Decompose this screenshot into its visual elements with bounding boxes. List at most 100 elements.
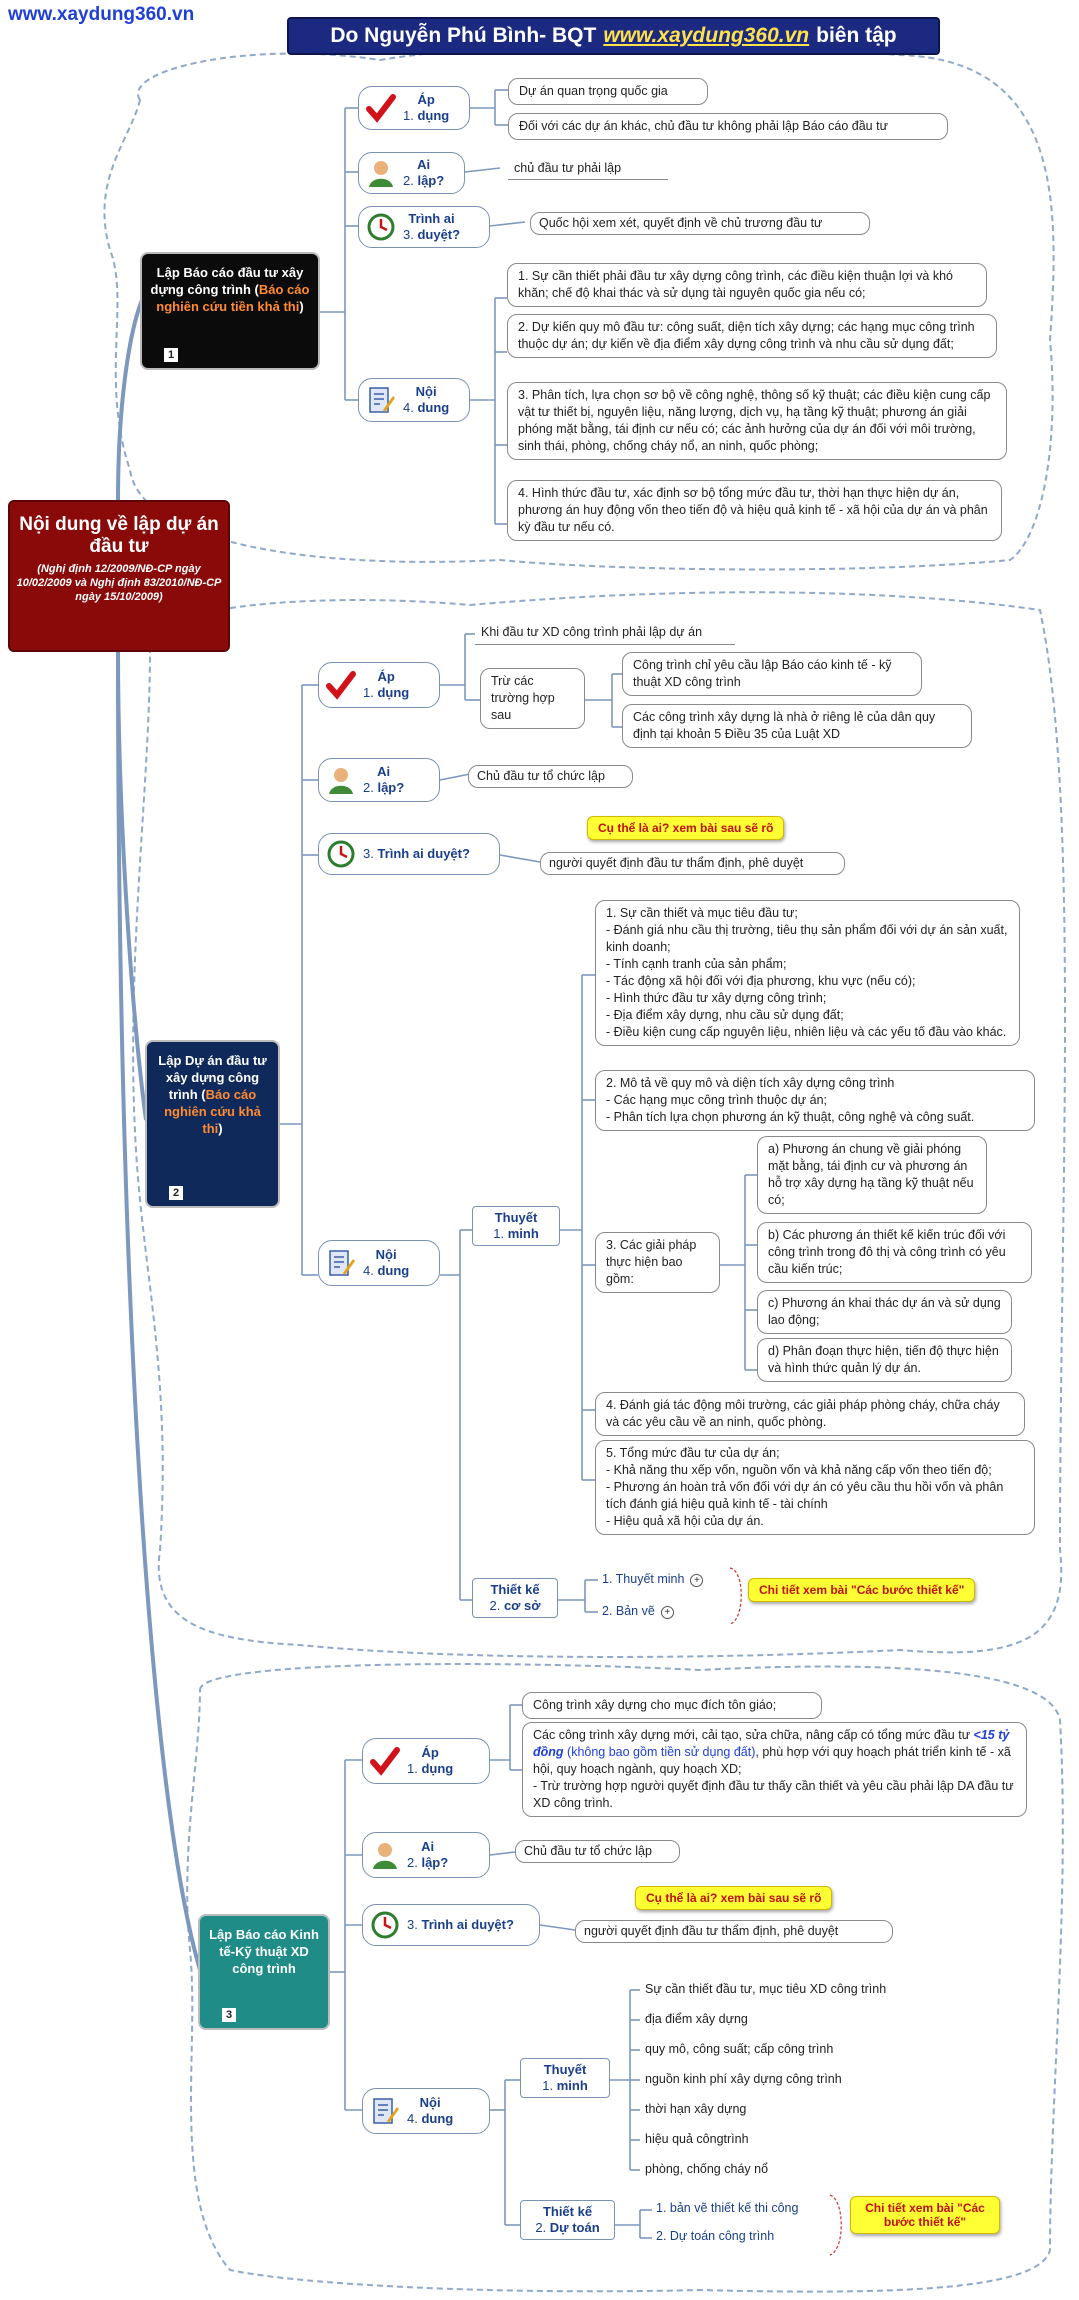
b3-tm-item-6: hiệu quả côngtrình bbox=[645, 2131, 749, 2148]
checkmark-icon bbox=[366, 94, 396, 123]
label: Dự toán bbox=[549, 2220, 600, 2235]
b2-tm-3: 3. Các giải pháp thực hiện bao gồm: bbox=[595, 1232, 720, 1293]
b2-note-callout: Cụ thể là ai? xem bài sau sẽ rõ bbox=[587, 816, 785, 840]
b3-tm-item-4: nguồn kinh phí xây dựng công trình bbox=[645, 2071, 842, 2088]
text: - Trừ trường hợp người quyết định đầu tư… bbox=[533, 1779, 1014, 1810]
b2-ap-sub-2: Các công trình xây dựng là nhà ở riêng l… bbox=[622, 704, 972, 748]
banner-suffix: biên tập bbox=[816, 24, 897, 47]
b3-tm-item-7: phòng, chống cháy nổ bbox=[645, 2161, 769, 2178]
num: 3. bbox=[518, 388, 529, 402]
branch-1-title: Lập Báo cáo đầu tư xây dựng công trình bbox=[150, 265, 304, 297]
b2-tm-4: 4. Đánh giá tác động môi trường, các giả… bbox=[595, 1392, 1025, 1436]
text: 2. Bản vẽ bbox=[602, 1604, 655, 1618]
text-emphasis: (không bao gồm tiền sử dụng đất) bbox=[567, 1745, 756, 1759]
b1-ap-item-2: Đối với các dự án khác, chủ đầu tư không… bbox=[508, 113, 948, 140]
b2-ap-tru-cac: Trừ các trường hợp sau bbox=[480, 668, 585, 729]
num: 1. bbox=[542, 2078, 554, 2093]
b2-tm-3b: b) Các phương án thiết kế kiến trúc đối … bbox=[757, 1222, 1032, 1283]
paren: ) bbox=[299, 299, 304, 314]
branch-2-highlight: Báo cáo nghiên cứu khả thi bbox=[164, 1087, 261, 1136]
paren: ( bbox=[201, 1087, 206, 1102]
label: Áp bbox=[417, 92, 435, 107]
b2-tk-item-1[interactable]: 1. Thuyết minh + bbox=[602, 1572, 704, 1587]
label: Thiết kế bbox=[490, 1582, 540, 1597]
branch-2-topic[interactable]: Lập Dự án đầu tư xây dựng công trình (Bá… bbox=[145, 1040, 280, 1208]
root-topic[interactable]: Nội dung về lập dự án đầu tư (Nghị định … bbox=[8, 500, 230, 652]
b2-trinh-ai-duyet[interactable]: 3. Trình ai duyệt? bbox=[318, 833, 500, 875]
label: Nội bbox=[419, 2095, 441, 2110]
num: 1. bbox=[407, 1761, 418, 1776]
expand-plus-icon[interactable]: + bbox=[690, 1574, 704, 1587]
num: 2. bbox=[363, 780, 374, 795]
text: Phân tích, lựa chọn sơ bộ về công nghệ, … bbox=[518, 388, 991, 453]
expand-plus-icon[interactable]: + bbox=[660, 1606, 674, 1619]
label: lập? bbox=[417, 173, 445, 188]
site-logo-text[interactable]: www.xaydung360.vn bbox=[8, 4, 195, 25]
banner-link[interactable]: www.xaydung360.vn bbox=[603, 24, 810, 47]
label: cơ sở bbox=[503, 1598, 541, 1613]
num: 4. bbox=[403, 400, 414, 415]
b3-note-callout: Cụ thể là ai? xem bài sau sẽ rõ bbox=[635, 1886, 833, 1910]
label: Nội bbox=[415, 384, 437, 399]
branch-3-number: 3 bbox=[222, 2008, 236, 2022]
b3-ap-item-2: Các công trình xây dựng mới, cải tạo, sử… bbox=[522, 1722, 1027, 1817]
document-edit-icon bbox=[369, 387, 395, 413]
num: 1. bbox=[493, 1226, 505, 1241]
text: Hình thức đầu tư, xác định sơ bộ tổng mứ… bbox=[518, 486, 988, 534]
label: duyệt? bbox=[417, 227, 461, 242]
b1-ap-item-1: Dự án quan trọng quốc gia bbox=[508, 78, 708, 105]
num: 4. bbox=[363, 1263, 374, 1278]
label: dụng bbox=[417, 108, 450, 123]
label: dung bbox=[417, 400, 450, 415]
num: 3. bbox=[403, 227, 414, 242]
text-emphasis: <15 tỷ đồng bbox=[533, 1728, 1010, 1759]
label: Thuyết bbox=[494, 1210, 538, 1225]
text: Sự cần thiết phải đầu tư xây dựng công t… bbox=[518, 269, 953, 300]
b3-trinh-ai-duyet[interactable]: 3. Trình ai duyệt? bbox=[362, 1904, 540, 1946]
num: 3. bbox=[407, 1917, 418, 1932]
branch-3-topic[interactable]: Lập Báo cáo Kinh tế-Kỹ thuật XD công trì… bbox=[198, 1914, 330, 2030]
label: Nội bbox=[375, 1247, 397, 1262]
b1-nd-item-4: 4. Hình thức đầu tư, xác định sơ bộ tổng… bbox=[507, 480, 1002, 541]
branch-1-highlight: Báo cáo nghiên cứu tiền khả thi bbox=[156, 282, 310, 314]
b2-ap-item-1: Khi đầu tư XD công trình phải lập dự án bbox=[475, 624, 735, 645]
b2-trinh-item: người quyết định đầu tư thẩm định, phê d… bbox=[540, 852, 845, 875]
b3-dt-item-2[interactable]: 2. Dự toán công trình bbox=[656, 2229, 775, 2243]
b3-dt-note: Chi tiết xem bài "Các bước thiết kế" bbox=[850, 2196, 1000, 2234]
branch-1-topic[interactable]: Lập Báo cáo đầu tư xây dựng công trình (… bbox=[140, 252, 320, 370]
b3-dt-item-1[interactable]: 1. bản vẽ thiết kế thi công bbox=[656, 2201, 799, 2215]
document-edit-icon bbox=[373, 2098, 399, 2124]
label: Ai bbox=[421, 1839, 435, 1854]
label: Ai bbox=[377, 764, 391, 779]
header-banner: Do Nguyễn Phú Bình- BQT www.xaydung360.v… bbox=[287, 17, 940, 55]
num: 1. bbox=[518, 269, 529, 283]
text: 1. Thuyết minh bbox=[602, 1572, 685, 1586]
label: Thuyết bbox=[543, 2062, 587, 2077]
label: dung bbox=[377, 1263, 410, 1278]
person-icon bbox=[329, 768, 353, 794]
clock-approve-icon bbox=[371, 1911, 399, 1939]
b3-tm-item-1: Sự cần thiết đầu tư, mục tiêu XD công tr… bbox=[645, 1981, 887, 1998]
b2-tm-2: 2. Mô tả về quy mô và diện tích xây dựng… bbox=[595, 1070, 1035, 1131]
label: minh bbox=[507, 1226, 539, 1241]
b2-tk-item-2[interactable]: 2. Bản vẽ + bbox=[602, 1604, 674, 1619]
text: , phù hợp với quy hoạch phát triển kinh … bbox=[533, 1745, 1011, 1776]
b3-trinh-item: người quyết định đầu tư thẩm định, phê d… bbox=[575, 1920, 893, 1943]
label: dụng bbox=[421, 1761, 454, 1776]
label: lập? bbox=[421, 1855, 449, 1870]
label: Trình ai duyệt? bbox=[421, 1917, 514, 1932]
